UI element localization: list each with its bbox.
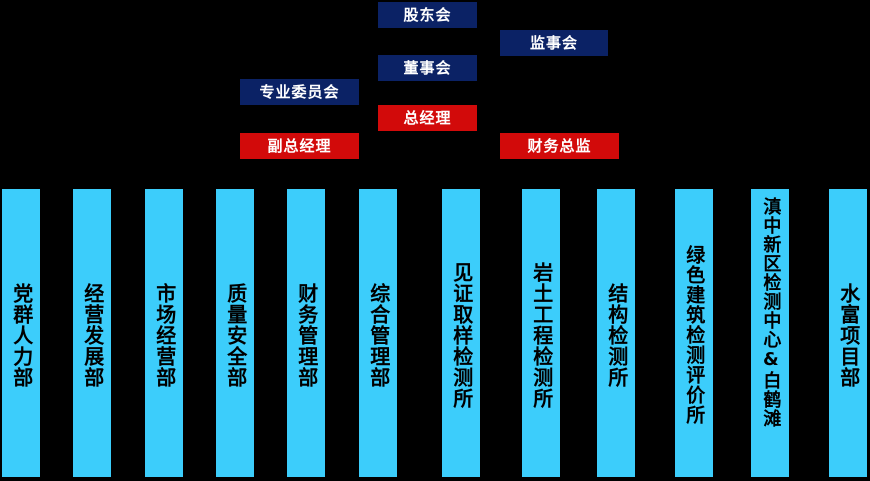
exec-box-professional-committee[interactable]: 专业委员会 [240,79,359,105]
department-label: 岩土工程检测所 [529,261,554,409]
department-column[interactable]: 岩土工程检测所 [522,189,560,477]
department-column[interactable]: 质量安全部 [216,189,254,477]
exec-box-chief-financial-officer[interactable]: 财务总监 [500,133,619,159]
department-column[interactable]: 市场经营部 [145,189,183,477]
exec-box-shareholders-meeting[interactable]: 股东会 [378,2,477,28]
department-column[interactable]: 财务管理部 [287,189,325,477]
exec-box-label: 董事会 [403,58,452,77]
exec-box-label: 专业委员会 [259,82,340,101]
department-label: 财务管理部 [294,282,319,388]
exec-box-label: 总经理 [403,108,452,127]
exec-box-label: 股东会 [403,5,452,24]
department-label: 见证取样检测所 [449,261,474,409]
department-label: 结构检测所 [604,282,629,388]
department-label: 综合管理部 [366,282,391,388]
department-column[interactable]: 滇中新区检测中心&白鹤滩 [751,189,789,477]
exec-box-label: 财务总监 [527,136,592,155]
department-label: 水富项目部 [836,282,861,388]
exec-box-board-of-supervisors[interactable]: 监事会 [500,30,608,56]
department-column[interactable]: 见证取样检测所 [442,189,480,477]
department-label: 经营发展部 [80,282,105,388]
department-label: 市场经营部 [152,282,177,388]
department-label: 党群人力部 [9,282,34,388]
department-column[interactable]: 绿色建筑检测评价所 [675,189,713,477]
department-column[interactable]: 结构检测所 [597,189,635,477]
department-column[interactable]: 综合管理部 [359,189,397,477]
exec-box-label: 监事会 [529,33,578,52]
exec-box-general-manager[interactable]: 总经理 [378,105,477,131]
department-label: 滇中新区检测中心&白鹤滩 [760,197,782,428]
department-label: 绿色建筑检测评价所 [683,245,706,425]
exec-box-label: 副总经理 [267,136,332,155]
department-column[interactable]: 党群人力部 [2,189,40,477]
exec-box-board-of-directors[interactable]: 董事会 [378,55,477,81]
department-row: 党群人力部 经营发展部 市场经营部 质量安全部 财务管理部 综合管理部 见证取样… [0,189,870,477]
exec-box-deputy-general-manager[interactable]: 副总经理 [240,133,359,159]
department-column[interactable]: 经营发展部 [73,189,111,477]
department-column[interactable]: 水富项目部 [829,189,867,477]
department-label: 质量安全部 [223,282,248,388]
